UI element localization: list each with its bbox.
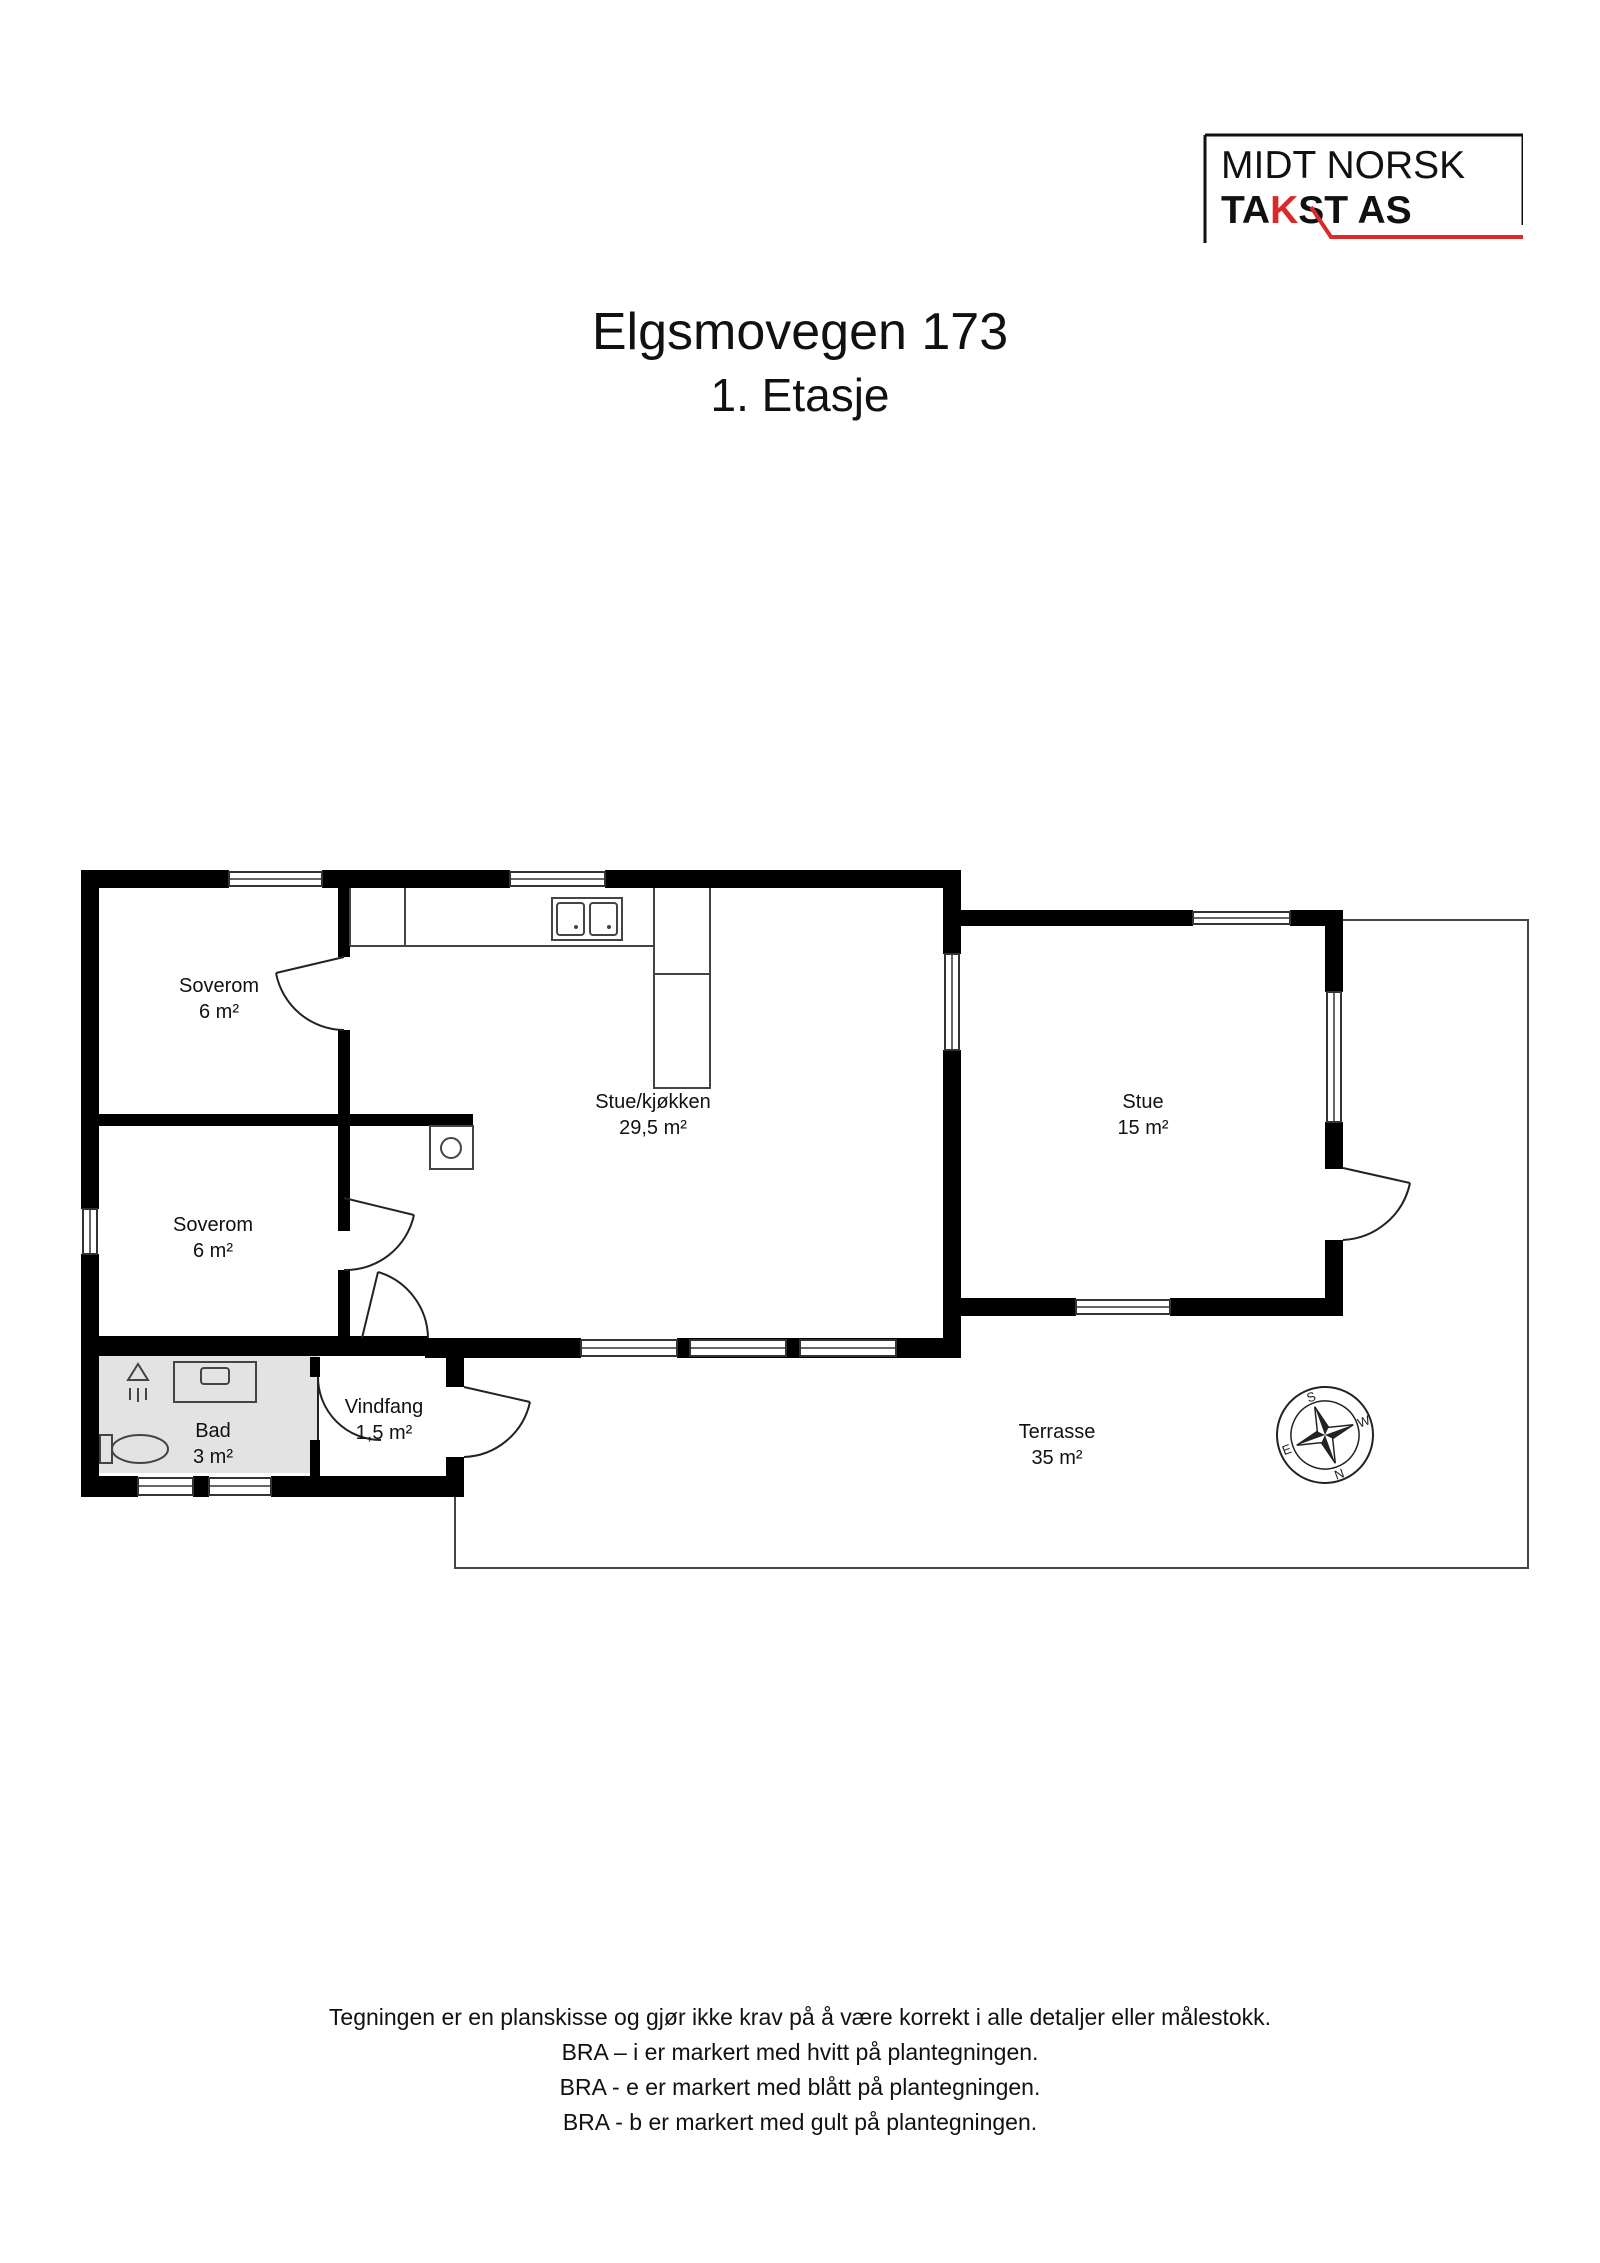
compass-west: W [1355,1412,1372,1431]
compass-rose [1296,1406,1354,1464]
door-soverom-top [275,956,345,1031]
toilet-icon [111,1434,169,1464]
footer-line: BRA – i er markert med hvitt på plantegn… [561,2039,1039,2065]
bath-fixtures [99,1361,257,1464]
terrace-outline [454,919,1529,1569]
washbasin-bowl [200,1367,230,1385]
doors [275,956,1411,1458]
page-title: Elgsmovegen 173 [591,303,1009,361]
sink [551,897,623,941]
compass-ring [1276,1386,1374,1484]
logo-frame [1203,133,1523,243]
logo-underline [1309,205,1523,239]
room-name-soverom-top: Soverom [179,975,259,997]
stove-burner [440,1137,462,1159]
door-soverom-bottom [343,1197,415,1272]
room-area-stue: 15 m² [1117,1117,1168,1139]
logo-line1: MIDT NORSK [1221,144,1465,187]
compass: S W N E [1276,1386,1374,1484]
room-name-stue: Stue [1122,1091,1163,1113]
logo-line2: TAKST AS [1221,189,1412,232]
washbasin [173,1361,257,1403]
room-name-stue-kjokken: Stue/kjøkken [595,1091,711,1113]
stove [429,1125,474,1170]
window-lines [89,878,1335,1487]
door-stue [1342,1167,1411,1241]
footer-line: BRA - e er markert med blått på plantegn… [559,2074,1041,2100]
room-area-bad: 3 m² [193,1446,233,1468]
footer-line: Tegningen er en planskisse og gjør ikke … [328,2004,1272,2030]
kitchen-counter [349,888,711,1170]
room-name-soverom-bottom: Soverom [173,1214,253,1236]
door-vindfang-inner [361,1271,429,1339]
room-labels: Soverom 6 m² Soverom 6 m² Stue/kjøkken 2… [173,975,1169,1469]
compass-south: S [1305,1388,1319,1405]
sink-bowl [556,902,585,936]
door-entrance [463,1386,531,1458]
door-bad [317,1376,382,1441]
counter-outline [350,945,711,1089]
room-area-soverom-bottom: 6 m² [193,1240,233,1262]
page-subtitle: 1. Etasje [710,369,890,421]
footer-notes: Tegningen er en planskisse og gjør ikke … [0,2000,1600,2140]
room-name-bad: Bad [195,1420,231,1442]
room-area-terrasse: 35 m² [1031,1447,1082,1469]
shower-icon [126,1362,150,1381]
room-area-stue-kjokken: 29,5 m² [619,1117,687,1139]
room-name-vindfang: Vindfang [345,1396,424,1418]
sink-bowl [589,902,618,936]
room-area-soverom-top: 6 m² [199,1001,239,1023]
room-area-vindfang: 1,5 m² [356,1422,413,1444]
compass-north: N [1332,1465,1346,1482]
footer-line: BRA - b er markert med gult på plantegni… [562,2109,1038,2135]
company-logo: MIDT NORSK TAKST AS [1203,133,1523,243]
room-name-terrasse: Terrasse [1019,1421,1096,1443]
